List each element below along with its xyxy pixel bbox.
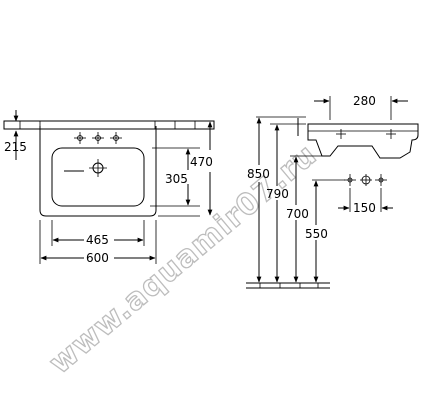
basin-bowl: [51, 147, 145, 207]
connection-icon: [375, 174, 387, 186]
dim-150-label: 150: [353, 201, 376, 215]
front-view: 215 305 470 465 600: [3, 110, 215, 265]
dim-550-label: 550: [305, 227, 328, 241]
dim-465-label: 465: [86, 233, 109, 247]
basin-outline: [39, 126, 157, 217]
connection-icon: [344, 174, 356, 186]
dim-470-label: 470: [190, 155, 213, 169]
dim-280-label: 280: [353, 94, 376, 108]
mounting-strip: [3, 120, 215, 130]
dim-700-label: 700: [286, 207, 309, 221]
dim-305-label: 305: [165, 172, 188, 186]
dim-215-label: 215: [4, 140, 27, 154]
tap-hole-icon: [386, 129, 396, 139]
dim-850-label: 850: [247, 167, 270, 181]
basin-side-profile: [307, 123, 419, 159]
tap-hole-icon: [92, 132, 104, 144]
side-view: 280 850 790 700 550: [246, 94, 419, 289]
dim-790-label: 790: [266, 187, 289, 201]
tap-hole-icon: [336, 129, 346, 139]
dim-600-label: 600: [86, 251, 109, 265]
tap-hole-icon: [74, 132, 86, 144]
connection-icon: [360, 174, 372, 186]
drain-icon: [89, 159, 107, 177]
tap-hole-icon: [110, 132, 122, 144]
